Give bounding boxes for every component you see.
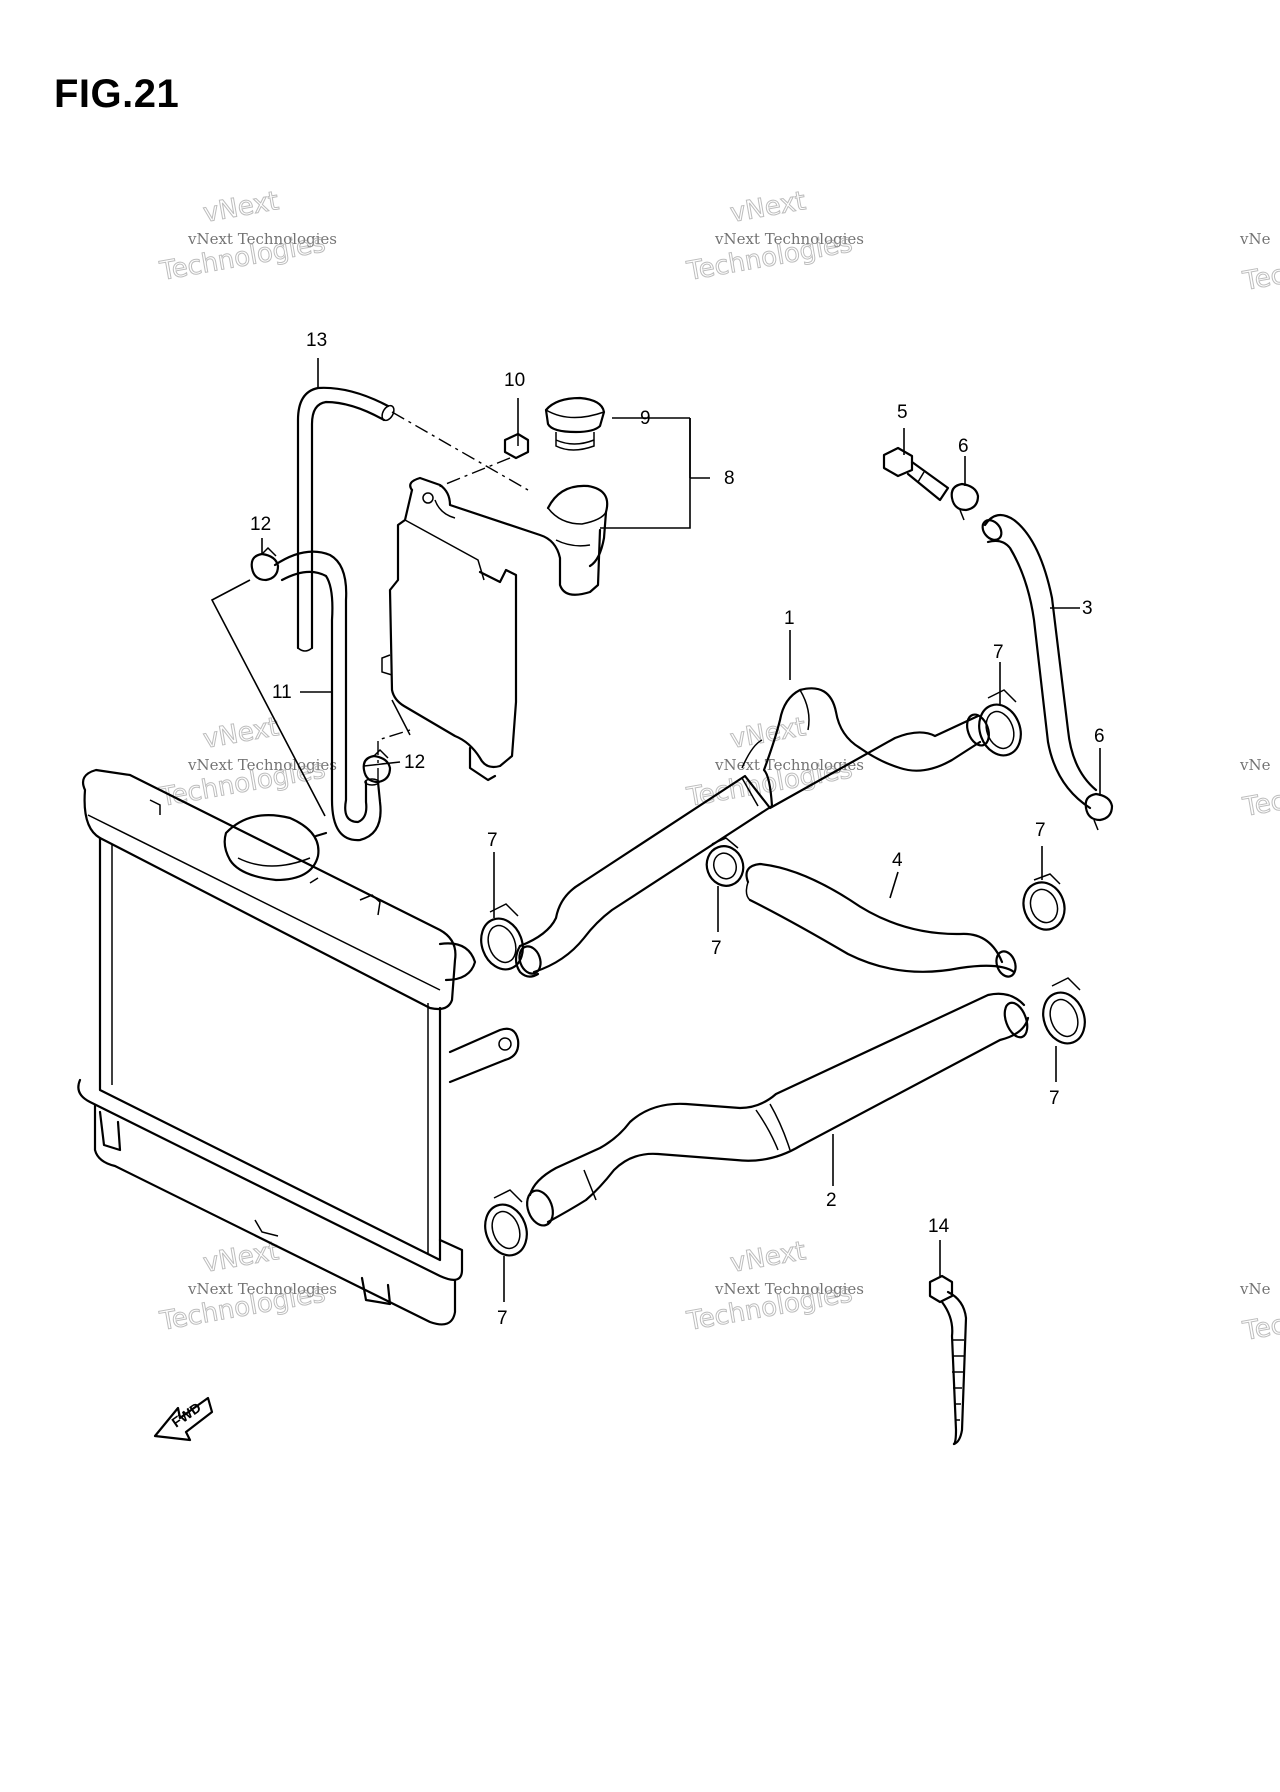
callout-7-f: 7 <box>497 1308 508 1329</box>
radiator <box>77 768 520 1326</box>
svg-text:vNext Technologies: vNext Technologies <box>714 1280 864 1298</box>
svg-text:vNext: vNext <box>201 712 281 755</box>
callout-12-upper: 12 <box>250 514 271 535</box>
callout-1: 1 <box>784 608 795 629</box>
cable-tie-14 <box>928 1274 968 1446</box>
svg-text:vNext Technologies: vNext Technologies <box>187 756 337 774</box>
callout-7-b: 7 <box>993 642 1004 663</box>
reservoir-tank <box>381 476 609 782</box>
hose-3 <box>981 513 1098 810</box>
figure-title: FIG.21 <box>54 72 180 116</box>
callout-6-lower: 6 <box>1094 726 1105 747</box>
watermark-top-left: vNext Technologies vNext Technologies <box>157 186 337 288</box>
callout-12-lower: 12 <box>404 752 425 773</box>
radiator-cap <box>223 814 328 882</box>
svg-text:Tec: Tec <box>1240 1310 1280 1347</box>
svg-text:vNext: vNext <box>728 1236 808 1279</box>
clip-12-upper <box>250 546 280 582</box>
overflow-hose <box>296 386 395 652</box>
callout-7-e: 7 <box>1049 1088 1060 1109</box>
callout-11: 11 <box>272 682 292 703</box>
watermark-bottom-left: vNext Technologies vNext Technologies <box>157 1236 337 1338</box>
callout-7-a: 7 <box>487 830 498 851</box>
radiator-inlet-hose <box>514 687 990 978</box>
svg-text:vNext Technologies: vNext Technologies <box>714 756 864 774</box>
assembly-lines <box>377 411 529 782</box>
hose-clamp-7-a <box>480 903 524 971</box>
bolt-10 <box>503 432 530 460</box>
clip-12-lower <box>362 748 392 784</box>
hose-4 <box>745 862 1017 978</box>
hose-clamp-7-c <box>705 837 745 887</box>
watermark-top-center: vNext Technologies vNext Technologies <box>684 186 864 288</box>
callout-9: 9 <box>640 408 651 429</box>
callout-labels: 13 10 9 8 5 6 3 12 11 12 1 7 6 7 4 7 7 7… <box>250 330 1105 1329</box>
forward-direction-marker: FWD <box>153 1396 214 1442</box>
callout-4: 4 <box>892 850 903 871</box>
svg-text:vNext: vNext <box>728 712 808 755</box>
svg-text:vNext: vNext <box>728 186 808 229</box>
reservoir-cap <box>544 396 606 451</box>
watermark-bottom-center: vNext Technologies vNext Technologies <box>684 1236 864 1338</box>
callout-3: 3 <box>1082 598 1093 619</box>
watermark-mid-left: vNext Technologies vNext Technologies <box>157 712 337 814</box>
callout-6-upper: 6 <box>958 436 969 457</box>
clip-6-upper <box>950 482 980 521</box>
svg-text:Tec: Tec <box>1240 786 1280 823</box>
svg-text:vNe: vNe <box>1239 1280 1271 1298</box>
hose-clamp-7-d <box>1022 873 1066 931</box>
callout-13: 13 <box>306 330 327 351</box>
watermark-top-right: vNe Tec <box>1239 230 1280 298</box>
watermark-bottom-right: vNe Tec <box>1239 1280 1280 1348</box>
hose-clamp-7-f <box>484 1189 528 1257</box>
svg-text:vNext Technologies: vNext Technologies <box>187 230 337 248</box>
hose-clamp-7-e <box>1042 977 1086 1045</box>
svg-text:vNext Technologies: vNext Technologies <box>187 1280 337 1298</box>
clip-6-lower <box>1084 792 1114 831</box>
callout-7-c: 7 <box>711 938 722 959</box>
callout-8: 8 <box>724 468 735 489</box>
svg-text:vNext Technologies: vNext Technologies <box>714 230 864 248</box>
callout-14: 14 <box>928 1216 950 1237</box>
callout-10: 10 <box>504 370 525 391</box>
watermark-mid-right: vNe Tec <box>1239 756 1280 824</box>
union-fitting-5 <box>882 446 950 502</box>
svg-text:vNext: vNext <box>201 186 281 229</box>
leader-lines <box>210 358 1101 1302</box>
svg-text:vNe: vNe <box>1239 756 1271 774</box>
svg-text:Tec: Tec <box>1240 260 1280 297</box>
callout-5: 5 <box>897 402 908 423</box>
callout-2: 2 <box>826 1190 837 1211</box>
svg-text:vNe: vNe <box>1239 230 1271 248</box>
radiator-outlet-hose <box>526 992 1030 1227</box>
callout-7-d: 7 <box>1035 820 1046 841</box>
hose-clamp-7-b <box>978 689 1022 757</box>
